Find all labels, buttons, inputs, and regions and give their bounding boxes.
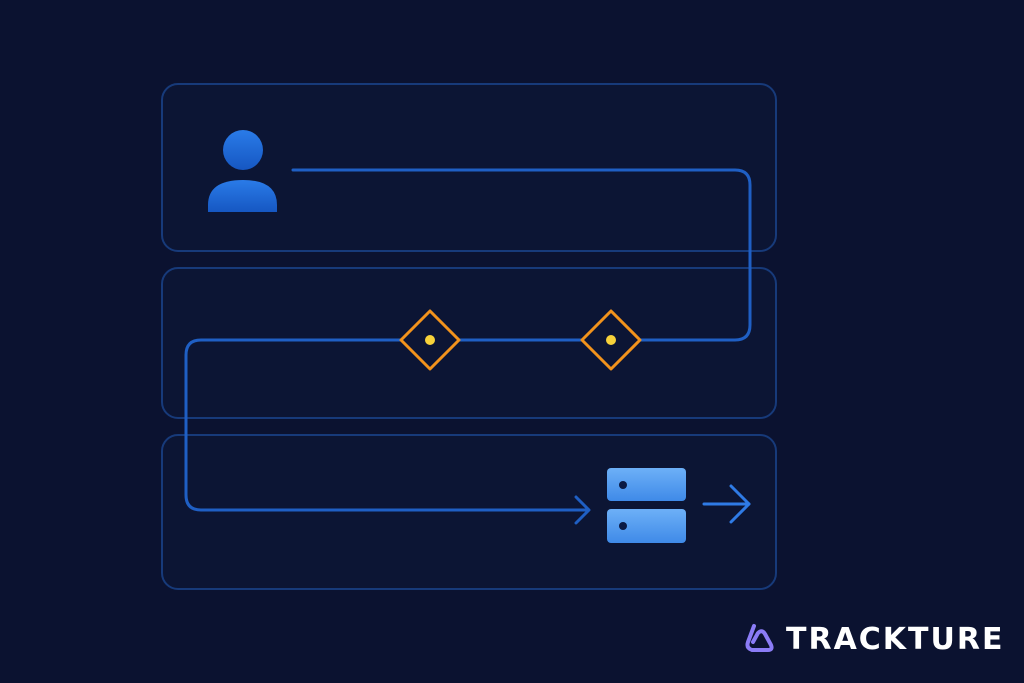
decision-diamond-icon — [580, 309, 642, 371]
flow-line — [184, 168, 752, 512]
brand-name: TRACKTURE — [786, 622, 1005, 657]
decision-diamond-icon — [399, 309, 461, 371]
arrow-head-icon — [574, 495, 591, 525]
lane-user — [161, 83, 777, 252]
server-stack-icon — [607, 468, 686, 543]
output-arrow-icon — [702, 484, 751, 524]
trackture-logo-icon — [745, 624, 774, 652]
lane-processing — [161, 267, 777, 419]
user-icon — [208, 130, 277, 212]
brand: TRACKTURE — [740, 620, 1004, 660]
